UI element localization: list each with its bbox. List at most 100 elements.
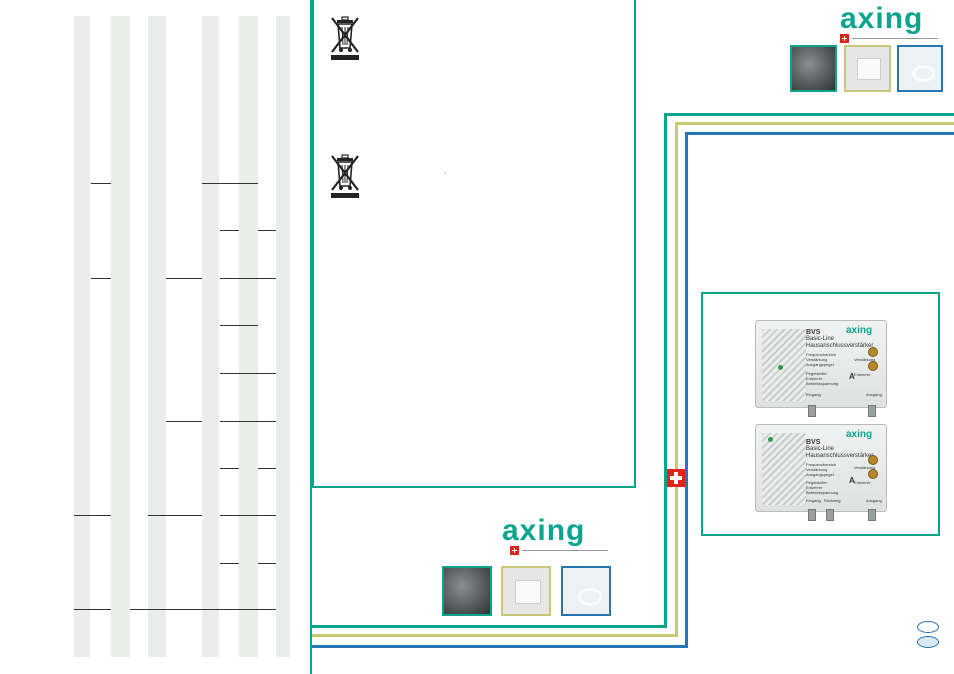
table-rule [166, 421, 202, 422]
logo-rule [852, 38, 938, 39]
table-column [111, 16, 130, 657]
amplifier-device: BVS Basic-Line Hausanschlussverstärker a… [755, 424, 887, 521]
output-port-label: Ausgang [866, 498, 882, 503]
equalizer-knob [868, 361, 878, 371]
table-column [239, 16, 258, 657]
teal-top-rule [664, 113, 954, 116]
connector-shape [912, 65, 935, 82]
power-led [768, 437, 773, 442]
spec-label: Pegelsteller [806, 371, 827, 376]
product-image-box: BVS Basic-Line Hausanschlussverstärker a… [701, 292, 940, 536]
control-label: Verstärkung [854, 357, 876, 362]
attenuation-label: A [849, 476, 855, 485]
output-connector [868, 405, 876, 417]
table-rule [220, 325, 258, 326]
line-label: Basic-Line [806, 336, 835, 342]
amplifier-thumbnail [442, 566, 492, 616]
teal-rule [312, 625, 667, 628]
table-column [74, 16, 90, 657]
swiss-cross-bar [670, 476, 682, 480]
table-rule [91, 183, 111, 184]
left-panel [0, 0, 310, 674]
table-rule [91, 278, 111, 279]
table-rule [220, 230, 239, 231]
return-port-label: Rückweg [824, 498, 841, 503]
crossed-bin-icon [331, 16, 359, 60]
olive-vertical-rule [675, 122, 678, 637]
table-rule [258, 563, 276, 564]
svg-text:axing: axing [502, 516, 585, 546]
spec-label: Pegelsteller [806, 480, 827, 485]
weee-notice-box: , [312, 0, 636, 488]
crossed-bin-icon [331, 154, 359, 198]
control-label: Entzerrer [854, 480, 871, 485]
spec-label: Betriebsspannung [806, 490, 839, 495]
heatsink-grill [762, 329, 806, 401]
table-rule [130, 609, 276, 610]
table-rule [202, 183, 258, 184]
table-column [202, 16, 219, 657]
spec-label: Ausgangspegel [806, 362, 834, 367]
spec-label: Betriebsspannung [806, 381, 839, 386]
panel-divider [310, 0, 312, 674]
table-rule [148, 515, 202, 516]
swiss-flag-icon [840, 34, 849, 43]
olive-top-rule [675, 122, 954, 125]
device-brand: axing [846, 429, 873, 440]
axing-wordmark: axing [502, 514, 585, 547]
heatsink-grill [762, 433, 806, 505]
stray-mark: , [444, 168, 446, 175]
table-rule [220, 373, 276, 374]
model-label: BVS [806, 329, 821, 336]
input-connector [808, 509, 816, 521]
housing-shape [515, 580, 541, 604]
spec-label: Verstärkung [806, 357, 828, 362]
amplifier-thumbnail [790, 45, 837, 92]
blue-top-rule [685, 132, 954, 135]
axing-logo: axing [500, 514, 610, 556]
spec-label: Entzerrer [806, 485, 823, 490]
input-connector [808, 405, 816, 417]
table-rule [220, 278, 276, 279]
table-rule [166, 278, 202, 279]
housing-thumbnail [501, 566, 551, 616]
table-rule [220, 421, 276, 422]
line-label: Basic-Line [806, 446, 835, 452]
housing-shape [857, 58, 881, 80]
input-port-label: Eingang [806, 392, 821, 397]
equalizer-knob [868, 469, 878, 479]
table-rule [220, 515, 276, 516]
title-label: Hausanschlussverstärker [806, 453, 874, 459]
spec-label: Verstärkung [806, 467, 828, 472]
table-rule [258, 230, 276, 231]
spec-label: Entzerrer [806, 376, 823, 381]
spec-label: Ausgangspegel [806, 472, 834, 477]
table-column [148, 16, 166, 657]
device-brand: axing [846, 325, 873, 336]
power-led [778, 365, 783, 370]
return-connector [826, 509, 834, 521]
oval-mark [917, 636, 939, 648]
housing-thumbnail [844, 45, 891, 92]
spec-label: Frequenzbereich [806, 462, 837, 467]
blue-vertical-rule [685, 132, 688, 648]
output-port-label: Ausgang [866, 392, 882, 397]
blue-rule [312, 645, 688, 648]
axing-logo: axing [838, 2, 948, 44]
gain-knob [868, 455, 878, 465]
svg-text:axing: axing [840, 4, 923, 34]
table-rule [220, 468, 239, 469]
gain-knob [868, 347, 878, 357]
connector-thumbnail [897, 45, 943, 92]
output-connector [868, 509, 876, 521]
swiss-flag-icon [510, 546, 519, 555]
table-column [276, 16, 290, 657]
input-port-label: Eingang [806, 498, 821, 503]
connector-thumbnail [561, 566, 611, 616]
swiss-flag-icon [667, 469, 685, 487]
swiss-cross-bar [841, 37, 848, 40]
table-rule [74, 515, 111, 516]
table-rule [74, 609, 111, 610]
spec-label: Frequenzbereich [806, 352, 837, 357]
attenuation-label: A [849, 372, 855, 381]
